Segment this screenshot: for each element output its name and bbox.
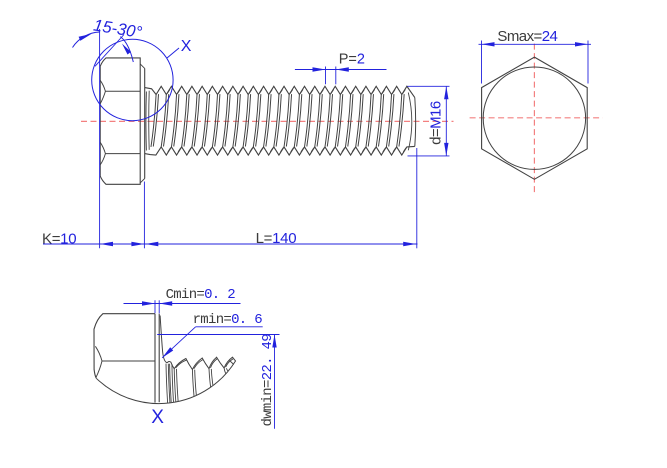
svg-text:P=2: P=2 (339, 52, 365, 68)
svg-text:K=10: K=10 (42, 231, 76, 248)
svg-text:L=140: L=140 (256, 230, 297, 247)
svg-text:Smax=24: Smax=24 (497, 28, 557, 45)
svg-text:d=M16: d=M16 (428, 101, 445, 145)
svg-text:Cmin=0. 2: Cmin=0. 2 (166, 287, 236, 303)
svg-text:rmin=0. 6: rmin=0. 6 (193, 312, 263, 328)
svg-text:X: X (151, 407, 164, 428)
svg-text:dwmin=22. 49: dwmin=22. 49 (260, 334, 276, 427)
svg-text:X: X (181, 38, 192, 55)
